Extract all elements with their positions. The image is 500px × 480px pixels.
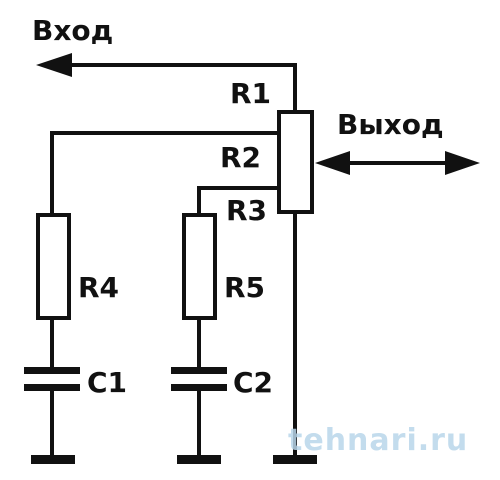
label-input: Вход (32, 14, 113, 47)
capacitor-c1-bottom-plate (24, 384, 80, 391)
input-arrowhead (36, 53, 72, 77)
tap-wire-r5 (197, 186, 279, 215)
resistor-r4 (36, 213, 71, 320)
potentiometer-body (277, 110, 314, 214)
ground-symbol-right (273, 455, 317, 464)
label-r1: R1 (230, 77, 271, 110)
ground-symbol-middle (177, 455, 221, 464)
ground-symbol-left (31, 455, 75, 464)
tap-wire-r4 (50, 131, 279, 215)
output-arrowhead-left (315, 151, 350, 175)
capacitor-c1-top-plate (24, 367, 80, 374)
capacitor-c2-bottom-plate (171, 384, 227, 391)
label-r2: R2 (220, 141, 261, 174)
label-r5: R5 (224, 271, 265, 304)
label-c2: C2 (233, 366, 273, 399)
label-c1: C1 (87, 366, 127, 399)
label-r3: R3 (226, 194, 267, 227)
watermark: tehnari.ru (288, 423, 468, 458)
label-r4: R4 (78, 271, 119, 304)
capacitor-c2-top-plate (171, 367, 227, 374)
input-line (68, 63, 297, 112)
label-output: Выход (337, 108, 444, 141)
resistor-r5 (182, 213, 217, 320)
output-arrowhead-right (445, 151, 480, 175)
